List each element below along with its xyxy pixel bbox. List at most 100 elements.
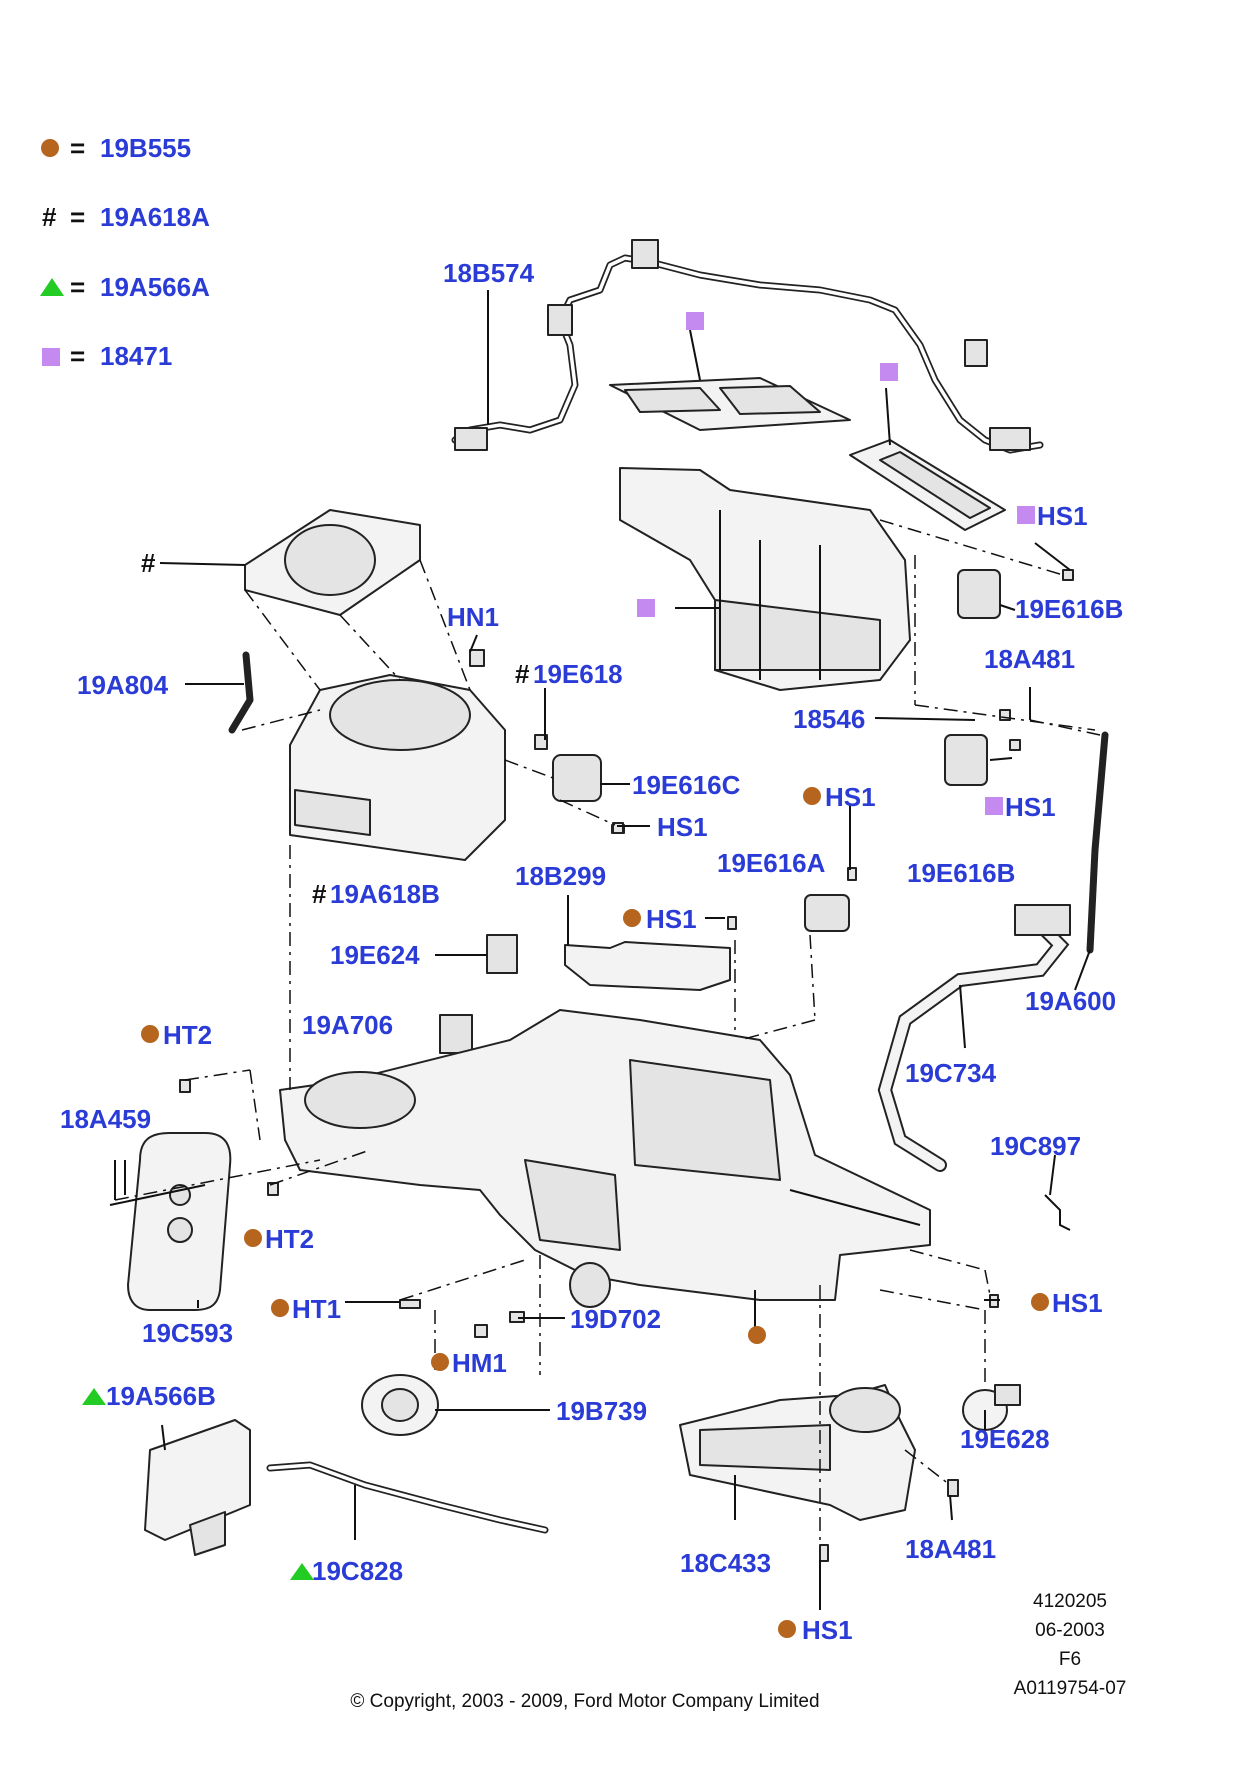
illustration bbox=[109, 239, 1109, 1562]
label-19C897: 19C897 bbox=[990, 1131, 1081, 1161]
label-HM1: HM1 bbox=[452, 1348, 507, 1378]
footer-code: F6 bbox=[1059, 1649, 1081, 1670]
actuator-19E616C bbox=[552, 754, 602, 802]
legend-triangle-label: 19A566A bbox=[100, 272, 210, 302]
screw bbox=[999, 709, 1011, 721]
square-icon bbox=[880, 363, 898, 381]
hash-icon: # bbox=[515, 659, 530, 689]
label-HS1: HS1 bbox=[1037, 501, 1088, 531]
footer-ref: A0119754-07 bbox=[1014, 1678, 1127, 1699]
label-HT1: HT1 bbox=[292, 1294, 341, 1324]
label-HT2: HT2 bbox=[265, 1224, 314, 1254]
clip-19C897 bbox=[1044, 1194, 1071, 1231]
label-HS1: HS1 bbox=[802, 1615, 853, 1645]
screw bbox=[399, 1299, 421, 1309]
footer-date: 06-2003 bbox=[1035, 1620, 1105, 1641]
screw bbox=[947, 1479, 959, 1497]
triangle-icon bbox=[290, 1563, 314, 1580]
hash-icon: # bbox=[312, 879, 327, 909]
label-18A481: 18A481 bbox=[984, 644, 1075, 674]
cover-18B299 bbox=[564, 941, 731, 991]
triangle-icon bbox=[40, 278, 64, 296]
screw bbox=[469, 649, 485, 667]
wiring-harness-18B574 bbox=[451, 239, 1044, 454]
label-19E618: 19E618 bbox=[533, 659, 623, 689]
square-icon bbox=[1017, 506, 1035, 524]
screw bbox=[1009, 739, 1021, 751]
label-19A706: 19A706 bbox=[302, 1010, 393, 1040]
label-19C734: 19C734 bbox=[905, 1058, 997, 1088]
footer: 4120205 06-2003 F6 A0119754-07 © Copyrig… bbox=[350, 1591, 1126, 1712]
dot-icon bbox=[803, 787, 821, 805]
actuator-19E616B-a bbox=[957, 569, 1001, 619]
label-HN1: HN1 bbox=[447, 602, 499, 632]
label-19A600: 19A600 bbox=[1025, 986, 1116, 1016]
screw bbox=[267, 1182, 279, 1196]
screw bbox=[727, 916, 737, 930]
label-19D702: 19D702 bbox=[570, 1304, 661, 1334]
dot-icon bbox=[623, 909, 641, 927]
label-18A481: 18A481 bbox=[905, 1534, 996, 1564]
label-HS1: HS1 bbox=[646, 904, 697, 934]
label-19E624: 19E624 bbox=[330, 940, 420, 970]
lever-19A804 bbox=[228, 651, 254, 734]
dot-icon bbox=[431, 1353, 449, 1371]
label-19E616B: 19E616B bbox=[907, 858, 1015, 888]
screw bbox=[1062, 569, 1074, 581]
screw bbox=[612, 822, 624, 834]
label-19C828: 19C828 bbox=[312, 1556, 403, 1586]
legend-hash-label: 19A618A bbox=[100, 202, 210, 232]
legend-equals: = bbox=[70, 272, 85, 302]
label-19B739: 19B739 bbox=[556, 1396, 647, 1426]
screw bbox=[179, 1079, 191, 1093]
resistor-19A706 bbox=[439, 1014, 473, 1054]
label-19A804: 19A804 bbox=[77, 670, 169, 700]
label-18B299: 18B299 bbox=[515, 861, 606, 891]
label-18B574: 18B574 bbox=[443, 258, 535, 288]
dot-icon bbox=[141, 1025, 159, 1043]
dot-icon bbox=[271, 1299, 289, 1317]
square-icon bbox=[686, 312, 704, 330]
footer-id: 4120205 bbox=[1033, 1591, 1107, 1612]
label-18C433: 18C433 bbox=[680, 1548, 771, 1578]
label-symbols bbox=[82, 312, 1049, 1638]
line-19A600 bbox=[1086, 731, 1109, 954]
label-HS1: HS1 bbox=[1005, 792, 1056, 822]
label-19E616B: 19E616B bbox=[1015, 594, 1123, 624]
label-19E616A: 19E616A bbox=[717, 848, 826, 878]
legend: = 19B555 # = 19A618A = 19A566A = 18471 bbox=[40, 133, 210, 371]
legend-equals: = bbox=[70, 341, 85, 371]
square-icon bbox=[42, 348, 60, 366]
leader-lines bbox=[114, 290, 1091, 1610]
main-hvac-case bbox=[279, 1009, 931, 1301]
label-19C593: 19C593 bbox=[142, 1318, 233, 1348]
resistor-19E624 bbox=[486, 934, 518, 974]
part-labels: 18B574 HS1 19E616B HN1 # # 19E618 19A804… bbox=[60, 258, 1123, 1645]
hash-icon: # bbox=[42, 202, 57, 232]
triangle-icon bbox=[82, 1388, 106, 1405]
assembly-lines bbox=[114, 519, 1101, 1540]
dot-icon bbox=[748, 1326, 766, 1344]
legend-square-label: 18471 bbox=[100, 341, 172, 371]
label-19E616C: 19E616C bbox=[632, 770, 741, 800]
screw bbox=[819, 1544, 829, 1562]
legend-equals: = bbox=[70, 133, 85, 163]
legend-dot-label: 19B555 bbox=[100, 133, 191, 163]
copyright: © Copyright, 2003 - 2009, Ford Motor Com… bbox=[350, 1691, 819, 1712]
screw bbox=[847, 867, 857, 881]
label-19A618B: 19A618B bbox=[330, 879, 440, 909]
label-HS1: HS1 bbox=[1052, 1288, 1103, 1318]
dot-icon bbox=[244, 1229, 262, 1247]
dot-icon bbox=[778, 1620, 796, 1638]
actuator-19E616B-b bbox=[944, 734, 988, 786]
label-18A459: 18A459 bbox=[60, 1104, 151, 1134]
label-HT2: HT2 bbox=[163, 1020, 212, 1050]
module-19A566B bbox=[144, 1419, 251, 1541]
dot-icon bbox=[41, 139, 59, 157]
legend-equals: = bbox=[70, 202, 85, 232]
label-HS1: HS1 bbox=[657, 812, 708, 842]
label-19A566B: 19A566B bbox=[106, 1381, 216, 1411]
dot-icon bbox=[1031, 1293, 1049, 1311]
label-19E628: 19E628 bbox=[960, 1424, 1050, 1454]
label-hash: # bbox=[141, 548, 156, 578]
